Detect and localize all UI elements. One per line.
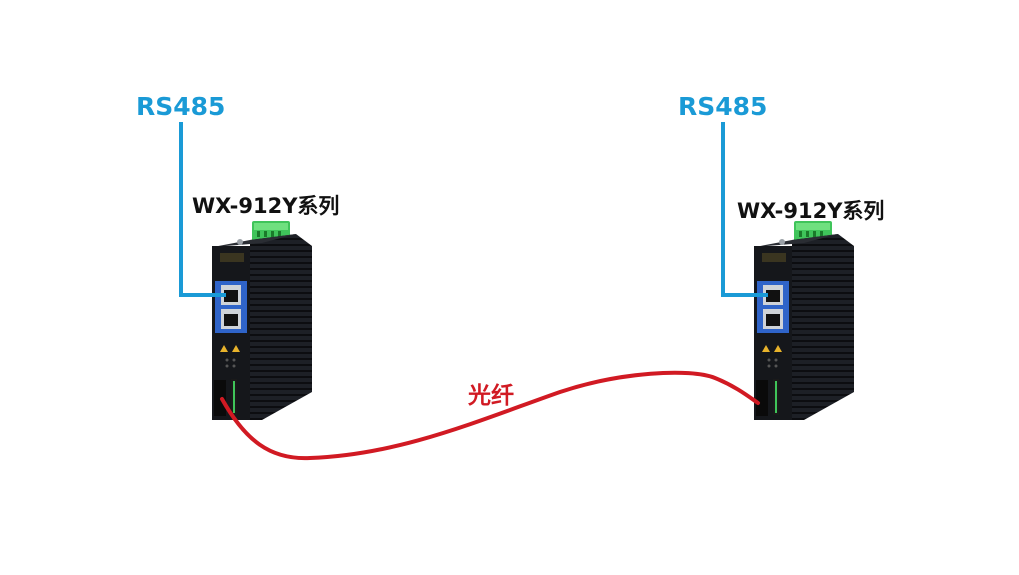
interface-label-left: RS485 <box>136 92 226 121</box>
warning-icon <box>220 345 228 352</box>
fiber-link-label: 光纤 <box>468 383 514 409</box>
device-right <box>754 221 854 420</box>
device-left <box>212 221 312 420</box>
fiber-port <box>214 380 226 416</box>
model-label-right: WX-912Y系列 <box>737 199 885 223</box>
fiber-cable <box>220 370 760 461</box>
model-label-left: WX-912Y系列 <box>192 194 340 218</box>
warning-icon <box>762 345 770 352</box>
fiber-port <box>756 380 768 416</box>
device-side-panel <box>792 234 854 420</box>
interface-label-right: RS485 <box>678 92 768 121</box>
warning-icon <box>232 345 240 352</box>
device-side-panel <box>250 234 312 420</box>
warning-icon <box>774 345 782 352</box>
rs485-line-right <box>721 122 768 297</box>
rs485-line-left <box>179 122 226 297</box>
